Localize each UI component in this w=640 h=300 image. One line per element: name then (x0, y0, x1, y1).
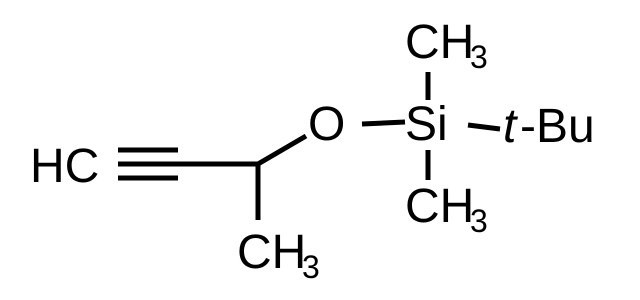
bond-silicon-to-tbutyl (467, 122, 501, 132)
oxygen-label: O (308, 98, 345, 151)
top-methyl-subscript: 3 (470, 39, 488, 75)
lower-methyl-label: CH (237, 226, 306, 279)
bottom-methyl-subscript: 3 (470, 203, 488, 239)
tbutyl-rest-label: -Bu (520, 100, 595, 153)
bond-oxygen-to-silicon (361, 119, 406, 127)
bonds (118, 72, 501, 220)
tbutyl-prefix-label: t (503, 100, 518, 153)
lower-methyl-subscript: 3 (302, 249, 320, 285)
silicon-label: Si (405, 98, 448, 151)
top-methyl-label: CH (405, 16, 474, 69)
atom-labels: HC O Si t -Bu CH 3 CH 3 CH 3 (30, 16, 595, 285)
bond-ch-to-oxygen (256, 133, 308, 167)
hc-label: HC (30, 140, 99, 193)
bottom-methyl-label: CH (405, 180, 474, 233)
